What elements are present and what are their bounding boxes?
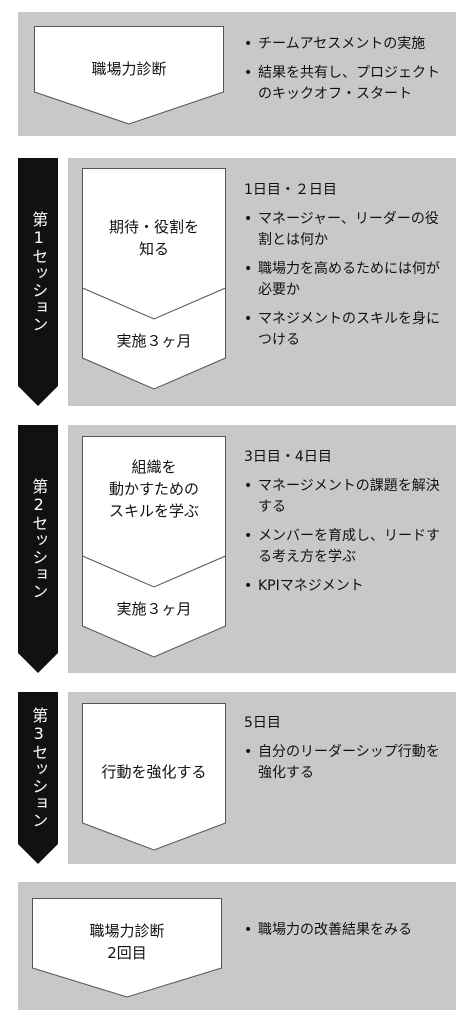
bullet-item: チームアセスメントの実施 (244, 34, 442, 55)
assessment-label: 職場力診断 (91, 60, 167, 78)
followup-bullets: 職場力の改善結果をみる (244, 920, 444, 949)
assessment-arrow-shape: 職場力診断 (34, 26, 224, 126)
bullet-item: 職場力を高めるためには何が必要か (244, 259, 444, 301)
bullet-item: マネージメントの課題を解決する (244, 476, 444, 518)
session-2-arrow-shape: 組織を 動かすための スキルを学ぶ 実施３ヶ月 (82, 436, 226, 658)
session-2-days: 3日目・4日目 (244, 449, 332, 465)
session-1-days: 1日目・２日目 (244, 182, 337, 198)
session-2-tab: 第2セッション (18, 425, 58, 673)
session-3-details: 5日目 自分のリーダーシップ行動を強化する (244, 713, 444, 792)
bullet-item: KPIマネジメント (244, 576, 444, 597)
session-2-duration: 実施３ヶ月 (116, 600, 192, 618)
bullet-item: マネージャー、リーダーの役割とは何か (244, 209, 444, 251)
session-1-duration: 実施３ヶ月 (116, 332, 192, 350)
session-3-topic: 行動を強化する (101, 763, 207, 781)
session-1-arrow-shape: 期待・役割を 知る 実施３ヶ月 (82, 168, 226, 390)
intro-bullets: チームアセスメントの実施 結果を共有し、プロジェクトのキックオフ・スタート (244, 34, 442, 113)
session-1-topic: 期待・役割を 知る (108, 218, 199, 258)
session-3-tab: 第3セッション (18, 692, 58, 864)
bullet-item: 職場力の改善結果をみる (244, 920, 444, 941)
session-1-details: 1日目・２日目 マネージャー、リーダーの役割とは何か 職場力を高めるためには何が… (244, 180, 444, 359)
bullet-item: 結果を共有し、プロジェクトのキックオフ・スタート (244, 63, 442, 105)
reassessment-label: 職場力診断 2回目 (89, 922, 165, 962)
session-3-label: 第3セッション (29, 707, 49, 829)
reassessment-arrow-shape: 職場力診断 2回目 (32, 898, 222, 998)
bullet-item: メンバーを育成し、リードする考え方を学ぶ (244, 526, 444, 568)
bullet-item: マネジメントのスキルを身につける (244, 309, 444, 351)
session-1-tab: 第1セッション (18, 158, 58, 406)
session-1-label: 第1セッション (29, 211, 49, 333)
session-3-days: 5日目 (244, 715, 281, 731)
bullet-item: 自分のリーダーシップ行動を強化する (244, 742, 444, 784)
session-2-topic: 組織を 動かすための スキルを学ぶ (108, 458, 199, 520)
session-2-label: 第2セッション (29, 478, 49, 600)
session-3-arrow-shape: 行動を強化する (82, 703, 226, 851)
session-2-details: 3日目・4日目 マネージメントの課題を解決する メンバーを育成し、リードする考え… (244, 447, 444, 605)
